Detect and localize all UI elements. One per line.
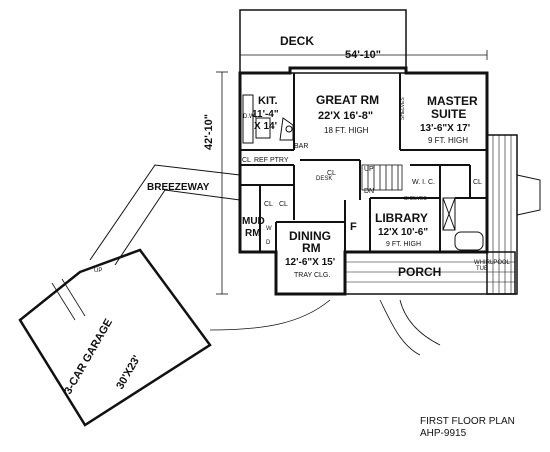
master-suite-note: 9 FT. HIGH (428, 136, 468, 145)
walk-in-closet-label: W. I. C. (412, 179, 435, 186)
depth-dimension-label: 42'-10" (203, 114, 215, 150)
master-suite-name: MASTER (427, 94, 478, 108)
kitchen-fixtures (242, 94, 294, 144)
kitchen-name: KIT. (258, 95, 278, 107)
dining-room-name-2: RM (302, 241, 321, 255)
master-bath-fixtures (442, 197, 484, 251)
walkway (209, 299, 441, 356)
kitchen-size-1: 11'-4" (252, 109, 279, 120)
plan-id: AHP-9915 (420, 428, 467, 439)
mud-closet-1-label: CL (264, 201, 273, 208)
stair-closet-label: CL (327, 170, 336, 177)
dryer-label: D (266, 240, 271, 246)
mud-room-name-2: RM (245, 228, 261, 239)
ref-pantry-label: REF PTRY (254, 157, 289, 164)
porch-label: PORCH (398, 265, 441, 279)
kitchen-closet-label: CL (242, 157, 251, 164)
stair-down-label: DN (364, 188, 374, 195)
plan-title: FIRST FLOOR PLAN (420, 416, 515, 427)
great-room-note: 18 FT. HIGH (324, 126, 369, 135)
master-closet-label: CL (473, 179, 482, 186)
dining-room-name: DINING (289, 229, 331, 243)
deck-area (239, 9, 407, 74)
great-room-name: GREAT RM (316, 93, 379, 107)
library-size: 12'X 10'-6" (378, 227, 428, 238)
garage-name: 3-CAR GARAGE (62, 317, 115, 397)
side-deck (486, 134, 541, 295)
garage-up-label: UP (94, 268, 102, 274)
mud-closet-2-label: CL (279, 201, 288, 208)
width-dimension (239, 50, 488, 60)
dining-room-size: 12'-6"X 15' (285, 257, 335, 268)
kitchen-size-2: X 14' (254, 121, 277, 132)
washer-label: W (266, 226, 272, 232)
breezeway (89, 164, 241, 266)
tub-label: TUB (476, 266, 488, 272)
great-room-size: 22'X 16'-8" (318, 110, 373, 122)
dining-room-note: TRAY CLG. (294, 272, 330, 279)
garage (18, 248, 212, 427)
stair-up-label: UP (364, 166, 374, 173)
interior-walls (240, 73, 487, 252)
library-note: 9 FT. HIGH (386, 241, 421, 248)
library-name: LIBRARY (375, 211, 428, 225)
desk-label: DESK (316, 176, 332, 182)
library-shelves-label: SHELVES (404, 196, 427, 202)
master-suite-size: 13'-6"X 17' (420, 123, 470, 134)
width-dimension-label: 54'-10" (345, 49, 381, 61)
whirlpool-label: WHIRLPOOL (474, 260, 511, 266)
shelves-label: SHELVES (400, 97, 406, 120)
mud-room-name: MUD (242, 216, 265, 227)
foyer-label: F (350, 221, 357, 233)
deck-label: DECK (280, 34, 314, 48)
master-suite-name-2: SUITE (431, 107, 466, 121)
breezeway-label: BREEZEWAY (147, 182, 210, 193)
depth-dimension (216, 71, 228, 295)
garage-size: 30'X23' (114, 353, 143, 391)
bar-label: BAR (294, 143, 308, 150)
dishwasher-label: D.W. (243, 114, 256, 120)
stairs (361, 164, 403, 191)
